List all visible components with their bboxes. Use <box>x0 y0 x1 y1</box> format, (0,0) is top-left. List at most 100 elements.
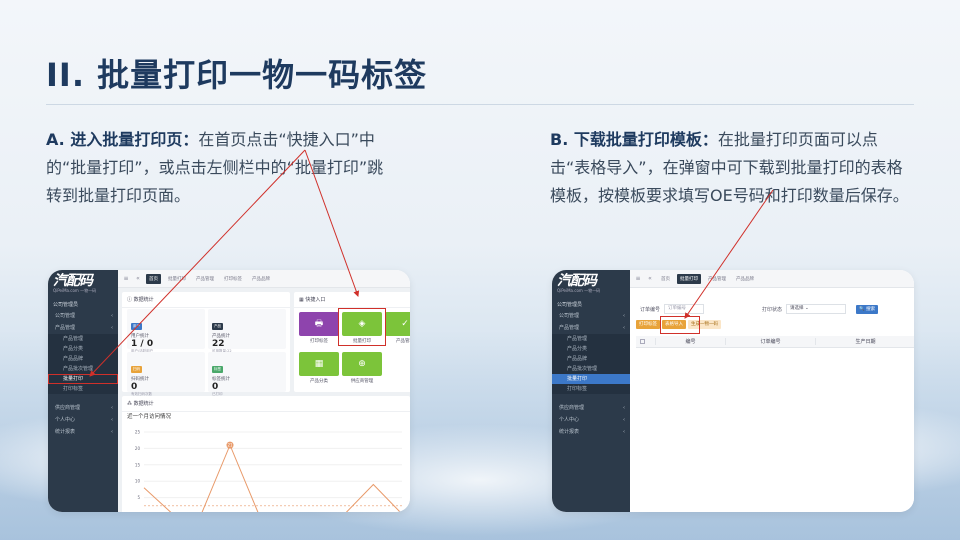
quick-entry-icon: 🖶 <box>299 312 339 336</box>
logo-sub: QiPeiMa.com 一物一码 <box>53 288 97 293</box>
sidebar-item[interactable]: 产品管理‹ <box>552 322 630 334</box>
sidebar-item-label: 产品分类 <box>567 346 588 352</box>
quick-entry-item[interactable]: ✓产品管理 <box>385 312 410 348</box>
sidebar-item[interactable]: 产品管理 <box>552 334 630 344</box>
sidebar-item-label: 打印标签 <box>63 386 84 392</box>
sidebar-item[interactable]: 公司管理 ‹ <box>48 310 118 322</box>
stat-foot: 有效扫码次数 <box>131 392 152 396</box>
screenshot-dashboard: 汽配码 QiPeiMa.com 一物一码 公司管理员 公司管理‹产品管理‹产品管… <box>48 270 410 512</box>
chevron-icon: ‹ <box>111 417 113 423</box>
sidebar-item-label: 公司管理 <box>55 313 76 319</box>
sidebar: 汽配码 QiPeiMa.com 一物一码 公司管理员 公司管理‹产品管理‹产品管… <box>552 270 630 512</box>
series-line <box>143 443 401 512</box>
toolbar-button[interactable]: 表格导入 <box>662 320 686 329</box>
logo: 汽配码 QiPeiMa.com 一物一码 <box>552 270 630 300</box>
sidebar-item-label: 产品批次管理 <box>567 366 598 372</box>
sidebar-item-label: 供应商管理 <box>559 405 585 411</box>
double-chevron-left-icon[interactable]: « <box>136 275 140 282</box>
highlight-box-quick-print <box>338 308 386 346</box>
tab-bar: ≡ « 首页 批量打印 产品管理 产品品牌 <box>630 270 914 288</box>
quick-entry-item[interactable]: ◈批量打印 <box>342 312 382 348</box>
company-label: 公司管理员 <box>557 302 583 308</box>
sidebar-item[interactable]: 个人中心‹ <box>552 414 630 426</box>
stat-value: 0 <box>131 382 138 392</box>
tab-item[interactable]: 产品管理 <box>196 276 214 282</box>
sidebar-item[interactable]: 统计报表‹ <box>552 426 630 438</box>
sidebar-item[interactable]: 批量打印 <box>552 374 630 384</box>
tab-item[interactable]: 产品品牌 <box>736 276 754 282</box>
sidebar-item-label: 统计报表 <box>559 429 580 435</box>
sidebar-item[interactable]: 产品品牌 <box>552 354 630 364</box>
sidebar-item[interactable]: 产品品牌 <box>48 354 118 364</box>
sidebar-item[interactable]: 产品分类 <box>48 344 118 354</box>
table-column-header: 订单编号 <box>725 338 815 345</box>
toolbar: 打印标签表格导入生成一物一码 <box>636 320 721 329</box>
toolbar-button[interactable]: 打印标签 <box>636 320 660 329</box>
sidebar-item-label: 批量打印 <box>63 376 84 382</box>
y-tick-label: 20 <box>135 446 141 451</box>
sidebar-menu: 公司管理‹产品管理‹产品管理产品分类产品品牌产品批次管理批量打印打印标签供应商管… <box>48 310 118 438</box>
sidebar-item-label: 产品分类 <box>63 346 84 352</box>
tab-item[interactable]: 首页 <box>146 273 161 284</box>
search-button[interactable]: 🔍 搜索 <box>856 304 879 314</box>
tab-item[interactable]: 首页 <box>661 276 670 282</box>
quick-entry-icon: ✓ <box>385 312 410 336</box>
select-all-checkbox[interactable] <box>640 339 645 344</box>
sidebar-item[interactable]: 产品管理‹ <box>48 322 118 334</box>
logo-text: 汽配码 <box>53 273 93 289</box>
menu-toggle-icon[interactable]: ≡ <box>123 275 129 282</box>
peak-label: 21 <box>227 443 233 448</box>
quick-entry-icon: ◈ <box>342 312 382 336</box>
sidebar-item-label: 打印标签 <box>567 386 588 392</box>
chevron-icon: ‹ <box>623 325 625 331</box>
sidebar-item[interactable]: 打印标签 <box>48 384 118 394</box>
sidebar-item[interactable]: 产品管理 <box>48 334 118 344</box>
menu-toggle-icon[interactable]: ≡ <box>635 275 641 282</box>
quick-entry-item[interactable]: ▦产品分类 <box>299 352 339 388</box>
sidebar-item[interactable]: 产品批次管理 <box>552 364 630 374</box>
quick-entry-icon: ▦ <box>299 352 339 376</box>
order-input[interactable]: 订单编号 <box>664 304 705 314</box>
tab-item[interactable]: 批量打印 <box>677 273 701 284</box>
sidebar-item[interactable]: 供应商管理‹ <box>48 402 118 414</box>
stat-badge: 扫码 <box>131 366 142 373</box>
sidebar-item[interactable]: 公司管理‹ <box>552 310 630 322</box>
sidebar-item-label: 产品管理 <box>55 325 76 331</box>
tab-item[interactable]: 批量打印 <box>168 276 186 282</box>
sidebar-item-label: 产品管理 <box>567 336 588 342</box>
sidebar-item[interactable]: 个人中心‹ <box>48 414 118 426</box>
quick-entry-label: 打印标签 <box>310 339 328 344</box>
sidebar-item[interactable]: 供应商管理‹ <box>552 402 630 414</box>
quick-entry-item[interactable]: ⊕供应商管理 <box>342 352 382 388</box>
table-column-header: 编号 <box>655 338 725 345</box>
sidebar-item-label: 产品品牌 <box>63 356 84 362</box>
double-chevron-left-icon[interactable]: « <box>648 275 652 282</box>
section-a-heading: A. 进入批量打印页： <box>46 130 199 149</box>
status-select[interactable]: 请选择 ⌄ <box>786 304 847 314</box>
sidebar-item-label: 产品管理 <box>63 336 84 342</box>
quick-entry-label: 供应商管理 <box>350 379 374 384</box>
sidebar-item-label: 产品品牌 <box>567 356 588 362</box>
sidebar-item[interactable]: 批量打印 <box>48 374 118 384</box>
chevron-icon: ‹ <box>111 313 113 319</box>
sidebar-item[interactable]: 统计报表‹ <box>48 426 118 438</box>
main-content: 订单编号 订单编号 打印状态 请选择 ⌄ 🔍 搜索 打印标签表格导入生成一物一码… <box>630 288 914 512</box>
sidebar-item[interactable]: 产品批次管理 <box>48 364 118 374</box>
tab-item[interactable]: 产品管理 <box>708 276 726 282</box>
tab-item[interactable]: 打印标签 <box>224 276 242 282</box>
logo: 汽配码 QiPeiMa.com 一物一码 <box>48 270 118 300</box>
sidebar-item-label: 统计报表 <box>55 429 76 435</box>
sidebar-item[interactable]: 打印标签 <box>552 384 630 394</box>
section-b-text: B. 下载批量打印模板：在批量打印页面可以点击“表格导入”，在弹窗中可下载到批量… <box>550 126 910 210</box>
toolbar-button[interactable]: 生成一物一码 <box>688 320 721 329</box>
table-header: 编号订单编号生产日期 <box>636 336 914 348</box>
quick-entry-item[interactable]: 🖶 打印标签 <box>299 312 339 348</box>
stat-label: 扫码统计 <box>131 377 149 382</box>
order-label: 订单编号 <box>640 306 661 313</box>
sidebar-item[interactable]: 产品分类 <box>552 344 630 354</box>
tab-item[interactable]: 产品品牌 <box>252 276 270 282</box>
